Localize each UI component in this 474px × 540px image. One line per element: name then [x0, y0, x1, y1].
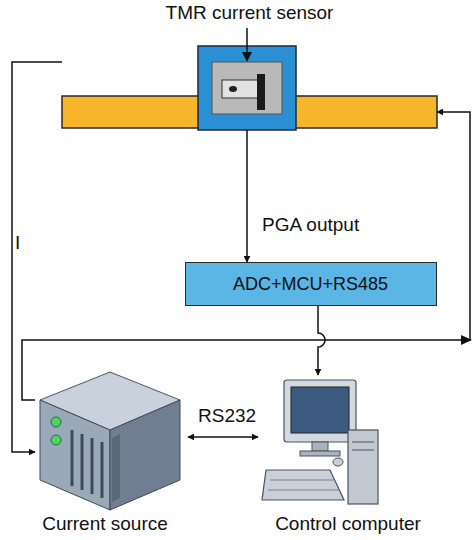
mouse: [333, 458, 343, 466]
process-box: ADC+MCU+RS485: [185, 262, 437, 306]
device-label: Control computer: [238, 513, 458, 535]
leader-line: [246, 28, 248, 54]
sensor-hole: [229, 86, 237, 92]
device-node: Control computer: [258, 375, 382, 508]
device-label: TMR current sensor: [22, 2, 474, 24]
server-button: [51, 435, 61, 445]
sensor-element: [257, 74, 265, 110]
server-handle: [112, 434, 120, 502]
server-slot: [81, 434, 84, 490]
keyboard-row: [268, 490, 339, 491]
server-slot: [91, 438, 94, 494]
wire-connector: [12, 62, 62, 452]
monitor-screen: [291, 387, 349, 433]
sensor-chip: [222, 80, 262, 98]
signal-label: PGA output: [262, 214, 359, 236]
wire-arrowhead: [461, 335, 472, 345]
leader-arrowhead: [242, 52, 252, 62]
box-label: ADC+MCU+RS485: [186, 273, 435, 295]
sensor-photo: [212, 62, 282, 114]
wire-connector: [22, 112, 470, 400]
device-node: TMR current sensor: [62, 46, 437, 130]
server-button: [51, 417, 61, 427]
server-slot: [71, 430, 74, 486]
monitor-base: [300, 451, 340, 456]
server-side: [110, 400, 180, 510]
device-node: Current source: [35, 370, 188, 510]
server-front: [40, 400, 110, 510]
keyboard-row: [270, 480, 334, 481]
sensor-housing: [198, 46, 296, 130]
keyboard: [262, 470, 344, 500]
monitor-stand: [312, 442, 328, 451]
wire-connector: [246, 130, 248, 262]
wire-connector: [318, 306, 325, 375]
tower-bay: [352, 450, 374, 451]
device-label: Current source: [0, 513, 225, 535]
monitor-frame: [284, 380, 356, 442]
signal-label: RS232: [198, 405, 256, 427]
signal-label: I: [15, 232, 20, 254]
server-slot: [101, 442, 104, 498]
wire-connector: [188, 436, 258, 438]
tower-bay: [352, 442, 374, 443]
computer-tower: [348, 430, 378, 504]
